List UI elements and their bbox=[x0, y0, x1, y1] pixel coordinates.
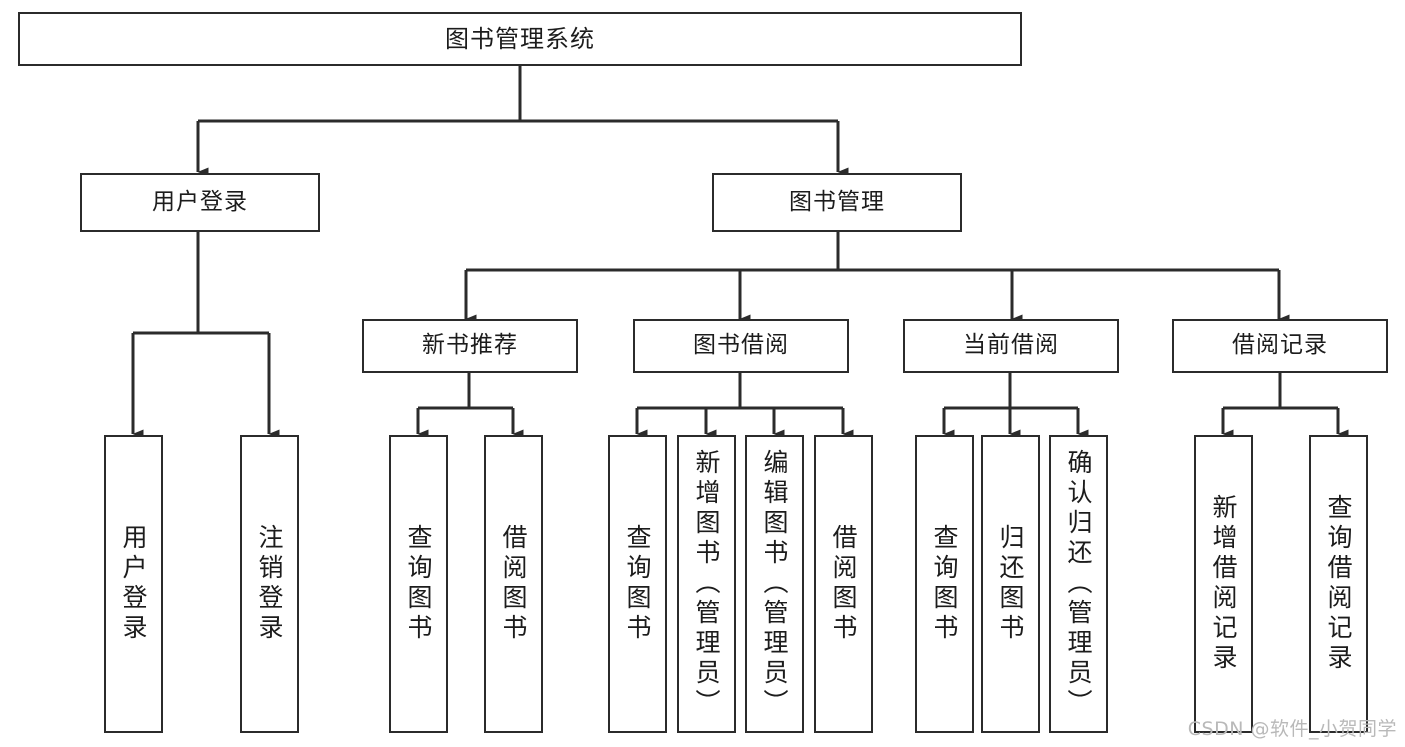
node-leaf-confirm-return-label: 确认归还（管理员） bbox=[1064, 449, 1093, 719]
node-leaf-query-book-3-label: 查询图书 bbox=[930, 524, 959, 644]
node-root[interactable]: 图书管理系统 bbox=[18, 12, 1022, 66]
node-book-borrow[interactable]: 图书借阅 bbox=[633, 319, 849, 373]
node-book-borrow-label: 图书借阅 bbox=[693, 332, 789, 359]
node-leaf-edit-book-label: 编辑图书（管理员） bbox=[760, 449, 789, 719]
node-leaf-borrow-book-1-label: 借阅图书 bbox=[499, 524, 528, 644]
node-leaf-borrow-book-2[interactable]: 借阅图书 bbox=[814, 435, 873, 733]
node-current-borrow-label: 当前借阅 bbox=[963, 332, 1059, 359]
node-leaf-borrow-book-2-label: 借阅图书 bbox=[829, 524, 858, 644]
node-new-book-recommend-label: 新书推荐 bbox=[422, 332, 518, 359]
node-leaf-query-book-2-label: 查询图书 bbox=[623, 524, 652, 644]
node-leaf-user-login-label: 用户登录 bbox=[119, 524, 148, 644]
node-user-login-label: 用户登录 bbox=[152, 188, 248, 215]
node-current-borrow[interactable]: 当前借阅 bbox=[903, 319, 1119, 373]
node-leaf-query-book-1[interactable]: 查询图书 bbox=[389, 435, 448, 733]
node-leaf-borrow-book-1[interactable]: 借阅图书 bbox=[484, 435, 543, 733]
node-leaf-query-book-2[interactable]: 查询图书 bbox=[608, 435, 667, 733]
node-leaf-query-book-3[interactable]: 查询图书 bbox=[915, 435, 974, 733]
node-user-login[interactable]: 用户登录 bbox=[80, 173, 320, 232]
node-leaf-logout-label: 注销登录 bbox=[255, 524, 284, 644]
node-leaf-return-book-label: 归还图书 bbox=[996, 524, 1025, 644]
node-leaf-edit-book[interactable]: 编辑图书（管理员） bbox=[745, 435, 804, 733]
node-new-book-recommend[interactable]: 新书推荐 bbox=[362, 319, 578, 373]
node-leaf-add-book[interactable]: 新增图书（管理员） bbox=[677, 435, 736, 733]
node-leaf-query-book-1-label: 查询图书 bbox=[404, 524, 433, 644]
node-leaf-add-record-label: 新增借阅记录 bbox=[1209, 494, 1238, 674]
node-book-manage[interactable]: 图书管理 bbox=[712, 173, 962, 232]
node-leaf-add-book-label: 新增图书（管理员） bbox=[692, 449, 721, 719]
node-leaf-return-book[interactable]: 归还图书 bbox=[981, 435, 1040, 733]
node-leaf-query-record-label: 查询借阅记录 bbox=[1324, 494, 1353, 674]
watermark: CSDN @软件_小贺同学 bbox=[1187, 718, 1397, 740]
node-borrow-record-label: 借阅记录 bbox=[1232, 332, 1328, 359]
node-leaf-query-record[interactable]: 查询借阅记录 bbox=[1309, 435, 1368, 733]
node-borrow-record[interactable]: 借阅记录 bbox=[1172, 319, 1388, 373]
node-root-label: 图书管理系统 bbox=[445, 24, 595, 53]
node-leaf-add-record[interactable]: 新增借阅记录 bbox=[1194, 435, 1253, 733]
node-leaf-confirm-return[interactable]: 确认归还（管理员） bbox=[1049, 435, 1108, 733]
node-leaf-logout[interactable]: 注销登录 bbox=[240, 435, 299, 733]
node-leaf-user-login[interactable]: 用户登录 bbox=[104, 435, 163, 733]
node-book-manage-label: 图书管理 bbox=[789, 188, 885, 215]
